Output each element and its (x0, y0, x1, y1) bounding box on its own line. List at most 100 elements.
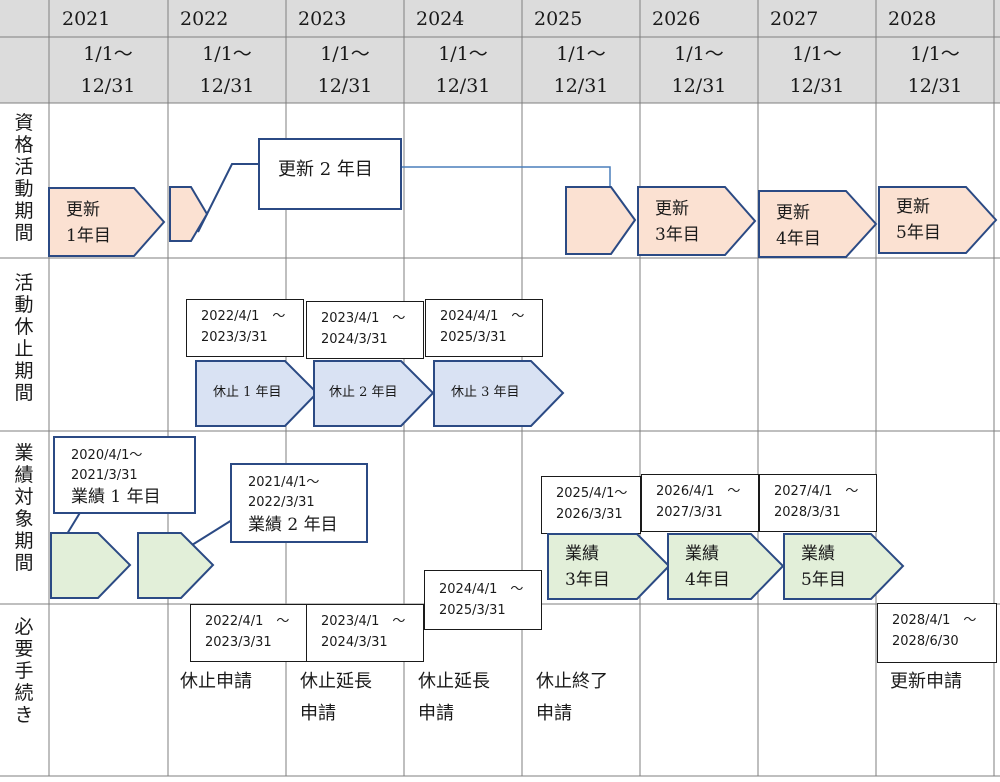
procedure-step-line: 休止申請 (180, 671, 252, 692)
procedure-period-2024: 2024/4/1 ～ 2025/3/31 (424, 570, 542, 630)
procedure-step-extend-2: 休止延長 申請 (418, 666, 490, 730)
renewal-5-arrow: 更新 5年目 (878, 186, 998, 256)
renewal-3-label: 更新 (655, 199, 689, 219)
period-2028: 1/1～ 12/31 (876, 38, 994, 102)
procedure-step-line: 休止延長 (418, 671, 490, 692)
suspension-period-1-start: 2022/4/1 ～ (201, 309, 286, 324)
performance-callout-2-end: 2022/3/31 (248, 495, 315, 510)
performance-period-3-start: 2025/4/1～ (556, 486, 628, 501)
period-2022: 1/1～ 12/31 (168, 38, 286, 102)
period-2023: 1/1～12/31 (286, 38, 404, 102)
year-2023: 2023 (298, 8, 347, 30)
period-2025: 1/1～ 12/31 (522, 38, 640, 102)
period-start: 1/1～ (674, 43, 724, 65)
renewal-2-arrow-start (169, 186, 209, 256)
period-end: 12/31 (80, 75, 136, 97)
procedure-period-2022-end: 2023/3/31 (205, 635, 272, 650)
period-start: 1/1～ (556, 43, 606, 65)
renewal-1-arrow: 更新 1年目 (48, 187, 166, 257)
renewal-3-year: 3年目 (655, 225, 700, 245)
performance-callout-1-end: 2021/3/31 (71, 468, 138, 483)
year-2024: 2024 (416, 8, 465, 30)
performance-period-5-end: 2028/3/31 (774, 505, 841, 520)
suspension-period-1: 2022/4/1 ～ 2023/3/31 (186, 299, 304, 357)
suspension-year-3-label: 休止 3 年目 (451, 385, 520, 400)
renewal-1-year: 1年目 (66, 226, 111, 246)
performance-year-5-arrow: 業績 5年目 (783, 533, 905, 601)
procedure-step-line: 申請 (300, 703, 336, 724)
period-start: 1/1～ (910, 43, 960, 65)
suspension-year-2-label: 休止 2 年目 (329, 385, 398, 400)
renewal-2-callout: 更新 2 年目 (258, 138, 402, 210)
performance-period-4: 2026/4/1 ～ 2027/3/31 (641, 474, 759, 532)
period-start: 1/1～ (202, 43, 252, 65)
performance-callout-2-label: 業績 2 年目 (248, 515, 338, 535)
suspension-year-3-arrow: 休止 3 年目 (433, 360, 565, 428)
performance-year-4-year: 4年目 (685, 570, 730, 590)
renewal-4-label: 更新 (776, 203, 810, 223)
performance-year-3-label: 業績 (565, 544, 599, 564)
period-end: 12/31 (199, 75, 255, 97)
row-label-procedure: 必要手続き (14, 616, 34, 726)
year-2027: 2027 (770, 8, 819, 30)
performance-year-3-year: 3年目 (565, 570, 610, 590)
period-end: 12/31 (553, 75, 609, 97)
procedure-step-line: 更新申請 (890, 671, 962, 692)
period-end: 12/31 (907, 75, 963, 97)
procedure-step-extend-1: 休止延長 申請 (300, 666, 372, 730)
renewal-4-arrow: 更新 4年目 (758, 190, 878, 260)
procedure-period-2028-end: 2028/6/30 (892, 634, 959, 649)
procedure-period-2028: 2028/4/1 ～ 2028/6/30 (877, 603, 997, 663)
period-end: 12/31 (435, 75, 491, 97)
row-label-suspension: 活動休止期間 (14, 272, 34, 404)
period-2024: 1/1～ 12/31 (404, 38, 522, 102)
procedure-step-end-suspension: 休止終了 申請 (536, 666, 608, 730)
performance-period-5: 2027/4/1 ～ 2028/3/31 (759, 474, 877, 532)
procedure-step-line: 休止延長 (300, 671, 372, 692)
year-2025: 2025 (534, 8, 583, 30)
year-2028: 2028 (888, 8, 937, 30)
year-2022: 2022 (180, 8, 229, 30)
performance-year-3-arrow: 業績 3年目 (547, 533, 671, 601)
suspension-year-1-arrow: 休止 1 年目 (195, 360, 319, 428)
performance-period-5-start: 2027/4/1 ～ (774, 484, 859, 499)
renewal-5-year: 5年目 (896, 223, 941, 243)
renewal-1-label: 更新 (66, 200, 100, 220)
row-label-performance: 業績対象期間 (14, 442, 34, 574)
performance-callout-1-start: 2020/4/1～ (71, 448, 143, 463)
performance-year-2-arrow (137, 532, 215, 600)
suspension-period-3: 2024/4/1 ～ 2025/3/31 (425, 299, 543, 357)
suspension-period-2-start: 2023/4/1 ～ (321, 311, 406, 326)
performance-period-4-end: 2027/3/31 (656, 505, 723, 520)
procedure-step-line: 申請 (418, 703, 454, 724)
performance-callout-2: 2021/4/1～ 2022/3/31 業績 2 年目 (230, 463, 368, 543)
performance-year-5-label: 業績 (801, 544, 835, 564)
suspension-period-3-start: 2024/4/1 ～ (440, 309, 525, 324)
performance-year-4-label: 業績 (685, 544, 719, 564)
performance-period-3: 2025/4/1～ 2026/3/31 (541, 476, 641, 534)
suspension-period-1-end: 2023/3/31 (201, 330, 268, 345)
procedure-period-2028-start: 2028/4/1 ～ (892, 613, 977, 628)
connector-line (191, 519, 233, 546)
year-2026: 2026 (652, 8, 701, 30)
period-start: 1/1～ (438, 43, 488, 65)
renewal-5-label: 更新 (896, 197, 930, 217)
procedure-period-2023-start: 2023/4/1 ～ (321, 614, 406, 629)
procedure-period-2023: 2023/4/1 ～ 2024/3/31 (306, 604, 424, 662)
performance-callout-1-label: 業績 1 年目 (71, 487, 161, 507)
suspension-year-2-arrow: 休止 2 年目 (313, 360, 435, 428)
renewal-2-arrow-end (565, 186, 637, 256)
procedure-step-renewal: 更新申請 (890, 666, 962, 698)
performance-year-1-arrow (50, 532, 132, 600)
renewal-4-year: 4年目 (776, 229, 821, 249)
period-2027: 1/1～12/31 (758, 38, 876, 102)
performance-callout-1: 2020/4/1～ 2021/3/31 業績 1 年目 (53, 436, 196, 514)
procedure-step-suspend: 休止申請 (180, 666, 252, 698)
header-background (0, 0, 1000, 103)
suspension-year-1-label: 休止 1 年目 (213, 385, 282, 400)
performance-period-4-start: 2026/4/1 ～ (656, 484, 741, 499)
period-2021: 1/1～12/31 (49, 38, 167, 102)
performance-year-5-year: 5年目 (801, 570, 846, 590)
procedure-step-line: 申請 (536, 703, 572, 724)
period-start: 1/1～ (320, 43, 370, 65)
